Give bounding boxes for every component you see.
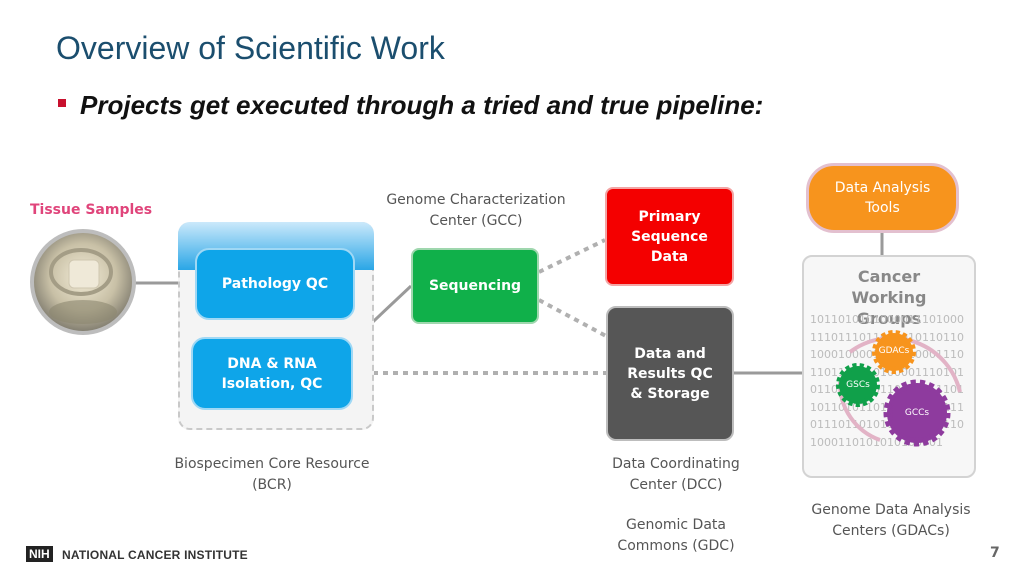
connector-seq-dcc-dashed: [538, 298, 607, 338]
slide-title: Overview of Scientific Work: [56, 30, 445, 66]
tissue-sample-image: [30, 229, 136, 335]
pathology-qc-node: Pathology QC: [195, 248, 355, 320]
page-number: 7: [990, 545, 1000, 561]
gdc-label: Genomic Data Commons (GDC): [617, 517, 735, 554]
dna-rna-isolation-node: DNA & RNA Isolation, QC: [191, 337, 353, 410]
primary-sequence-data-node: Primary Sequence Data: [605, 187, 734, 286]
nih-logo: NIH: [26, 545, 53, 563]
tissue-samples-label: Tissue Samples: [30, 202, 153, 218]
connector-seq-primary-dashed: [538, 238, 606, 274]
dcc-label: Data Coordinating Center (DCC): [612, 456, 740, 493]
gear-gccs-icon: [883, 379, 951, 447]
sequencing-node: Sequencing: [411, 248, 539, 324]
gear-gscs-icon: [836, 363, 880, 407]
bullet-square-icon: [58, 99, 66, 107]
data-results-qc-storage-node: Data and Results QC & Storage: [606, 306, 734, 441]
gear-gdacs-icon: [872, 330, 916, 374]
gear-gscs-label: GSCs: [846, 380, 870, 390]
gear-gdacs-label: GDACs: [878, 346, 910, 356]
nih-logo-text: NIH: [26, 546, 53, 562]
cancer-working-groups-title: Cancer Working Groups: [851, 267, 927, 328]
gears-illustration: [836, 330, 962, 447]
bcr-label: Biospecimen Core Resource (BCR): [174, 456, 370, 493]
bullet-text: Projects get executed through a tried an…: [80, 90, 764, 120]
data-analysis-tools-node: Data Analysis Tools: [806, 163, 959, 233]
nci-wordmark: NATIONAL CANCER INSTITUTE: [62, 548, 248, 562]
gcc-label: Genome Characterization Center (GCC): [386, 192, 566, 229]
gear-gccs-label: GCCs: [904, 408, 930, 418]
gdac-label: Genome Data Analysis Centers (GDACs): [811, 502, 971, 539]
cycle-arc-icon: [848, 336, 962, 393]
